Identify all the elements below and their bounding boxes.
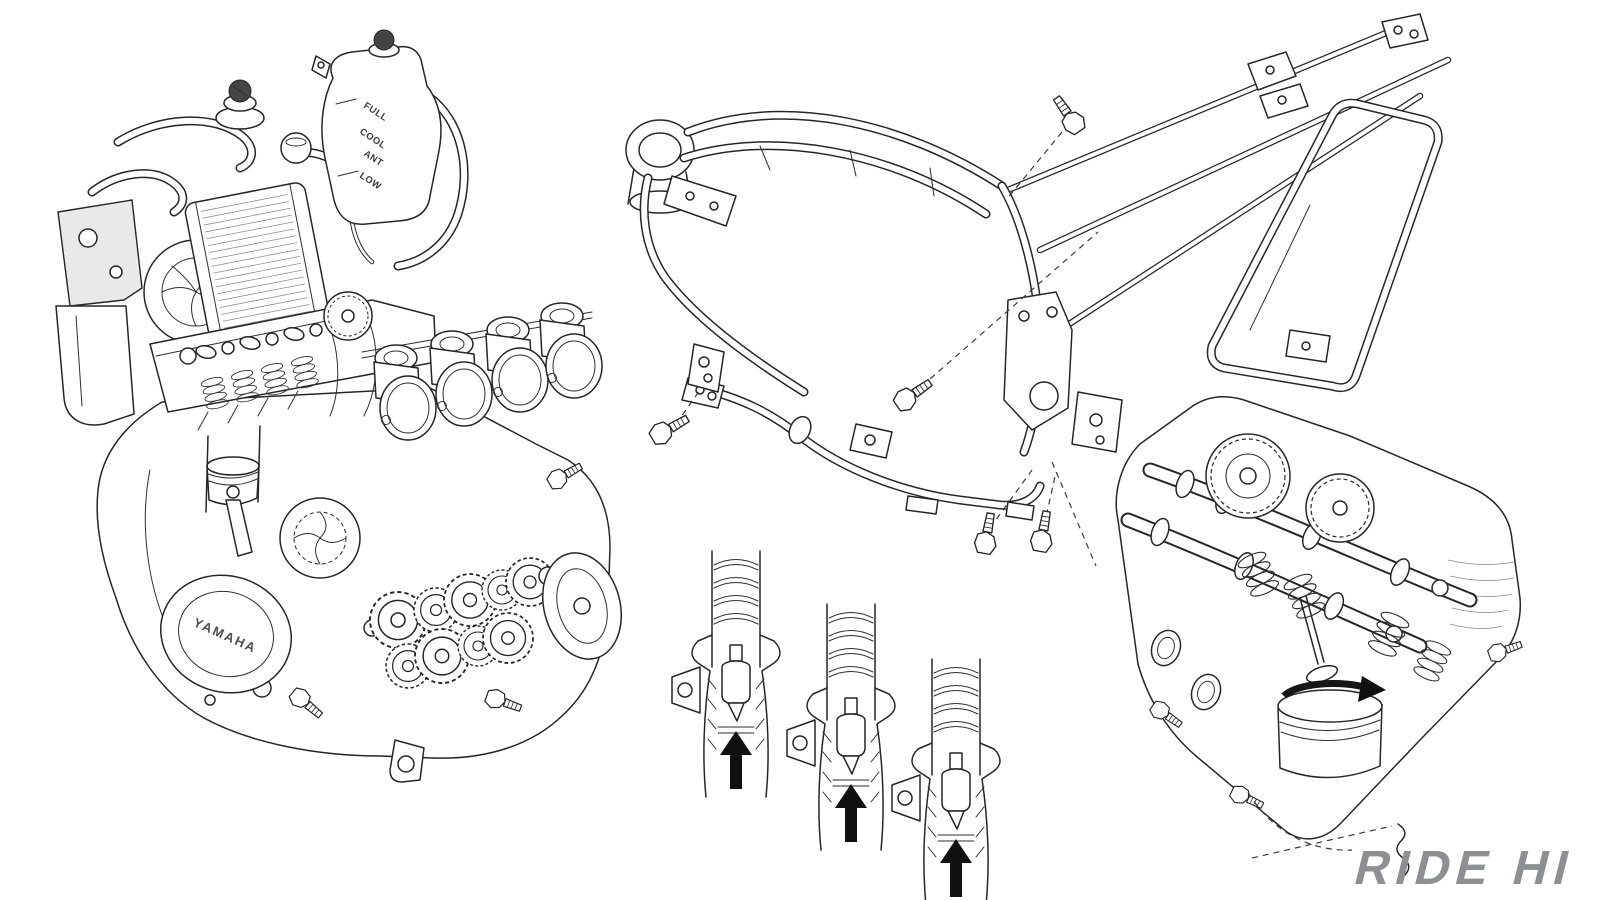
leader-line [1043, 471, 1057, 527]
crankcase-sketch-line [1247, 791, 1353, 851]
fork-cutaway-inset-1 [671, 550, 781, 798]
thermostat-housing [280, 132, 312, 164]
connecting-rod [225, 499, 253, 557]
cylinder-head-cutaway-figure [1115, 395, 1525, 851]
cam-sprocket [323, 291, 377, 417]
leader-line [1251, 825, 1393, 859]
engine-mount-brackets [687, 343, 893, 459]
casting-ribs [1447, 559, 1515, 629]
watermark-area: RIDE HI [1251, 823, 1581, 895]
leader-line [921, 231, 1099, 387]
engine-cylinder-head [149, 291, 437, 431]
rear-subframe-loop [1206, 98, 1443, 393]
frame-bolt-icon [1046, 91, 1090, 138]
carburetor [485, 316, 549, 413]
starter-clutch [279, 497, 361, 579]
radiator [184, 182, 331, 347]
intake-camshaft [1120, 512, 1428, 654]
camshaft [195, 323, 323, 359]
carburetor-bank [361, 302, 603, 441]
engine-side-cover [55, 305, 135, 426]
fork-cutaway-inset-3 [891, 658, 1001, 900]
head-piston [1277, 676, 1386, 779]
leader-line [675, 389, 701, 425]
carburetor [539, 302, 603, 399]
leader-line [1005, 131, 1063, 201]
engine-left-bracket [57, 199, 143, 307]
frame-exploded-figure [625, 13, 1452, 567]
piston-cutaway [205, 425, 261, 557]
fork-cutaway-inset-2 [786, 603, 896, 851]
swingarm-pivot-plates [1003, 291, 1123, 453]
rotation-arrow-icon [1281, 679, 1370, 699]
exhaust-camshaft [1142, 462, 1478, 608]
valve-springs [197, 354, 320, 431]
ride-hi-watermark: RIDE HI [1349, 842, 1580, 895]
frame-bolt-icon [890, 372, 937, 416]
rear-seat-rails [1004, 13, 1452, 334]
frame-boss [788, 415, 812, 445]
coolant-hoses [87, 91, 469, 271]
yamaha-crankcase-cover: YAMAHA [159, 574, 293, 694]
cam-drive-gears [1205, 433, 1375, 543]
head-gusset-plate [663, 175, 737, 227]
crankcase: YAMAHA [96, 387, 623, 783]
exploded-fasteners [646, 91, 1099, 567]
fork-cutaway-insets [671, 550, 1001, 900]
port-flanges [1150, 629, 1222, 711]
engine-cutaway-figure: FULL COOL ANT LOW YAMAHA [55, 29, 623, 783]
leader-line [1051, 461, 1097, 567]
coolant-reservoir: FULL COOL ANT LOW [311, 29, 442, 265]
radiator-filler-cap [215, 79, 265, 130]
leader-line [989, 469, 1033, 529]
clip-squiggle [1396, 823, 1410, 877]
frame-bolt-icon [646, 408, 694, 449]
